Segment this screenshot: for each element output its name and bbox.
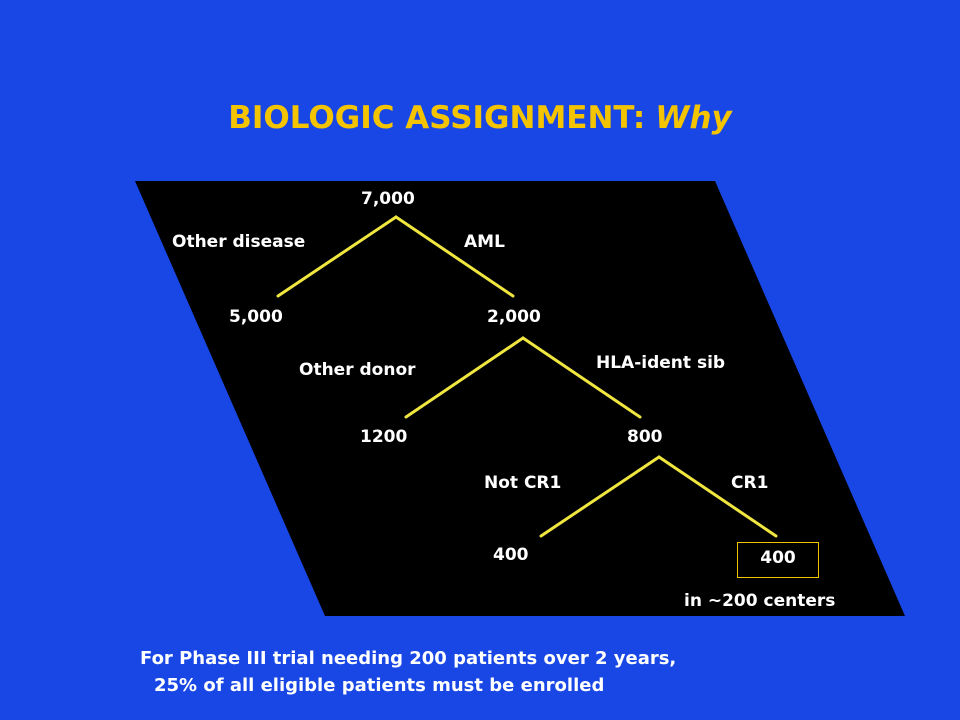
node-aml: 2,000 <box>487 307 541 327</box>
centers-note: in ~200 centers <box>684 591 836 611</box>
label-other-disease: Other disease <box>172 232 306 252</box>
edge-aml-hla <box>521 336 642 419</box>
title-main: BIOLOGIC ASSIGNMENT: <box>228 100 646 136</box>
edge-root-other-disease <box>276 215 398 298</box>
node-not-cr1: 400 <box>493 545 529 565</box>
footer-line-1: For Phase III trial needing 200 patients… <box>140 648 677 669</box>
node-other-disease: 5,000 <box>229 307 283 327</box>
edge-hla-not-cr1 <box>539 455 661 538</box>
label-not-cr1: Not CR1 <box>484 473 562 493</box>
node-hla: 800 <box>627 427 663 447</box>
slide-title: BIOLOGIC ASSIGNMENT:Why <box>0 100 960 136</box>
node-root: 7,000 <box>361 189 415 209</box>
label-hla-ident-sib: HLA-ident sib <box>596 353 726 373</box>
edge-aml-other-donor <box>404 336 525 419</box>
label-other-donor: Other donor <box>299 360 416 380</box>
node-other-donor: 1200 <box>360 427 408 447</box>
diagram-panel <box>135 181 905 616</box>
footer-line-2: 25% of all eligible patients must be enr… <box>154 675 605 696</box>
label-aml: AML <box>464 232 505 252</box>
edge-root-aml <box>394 215 515 298</box>
edge-hla-cr1 <box>657 455 778 538</box>
node-cr1: 400 <box>760 548 796 568</box>
node-cr1-box: 400 <box>737 542 819 578</box>
label-cr1: CR1 <box>731 473 769 493</box>
footer-note: For Phase III trial needing 200 patients… <box>140 645 676 699</box>
title-emphasis: Why <box>655 100 732 136</box>
